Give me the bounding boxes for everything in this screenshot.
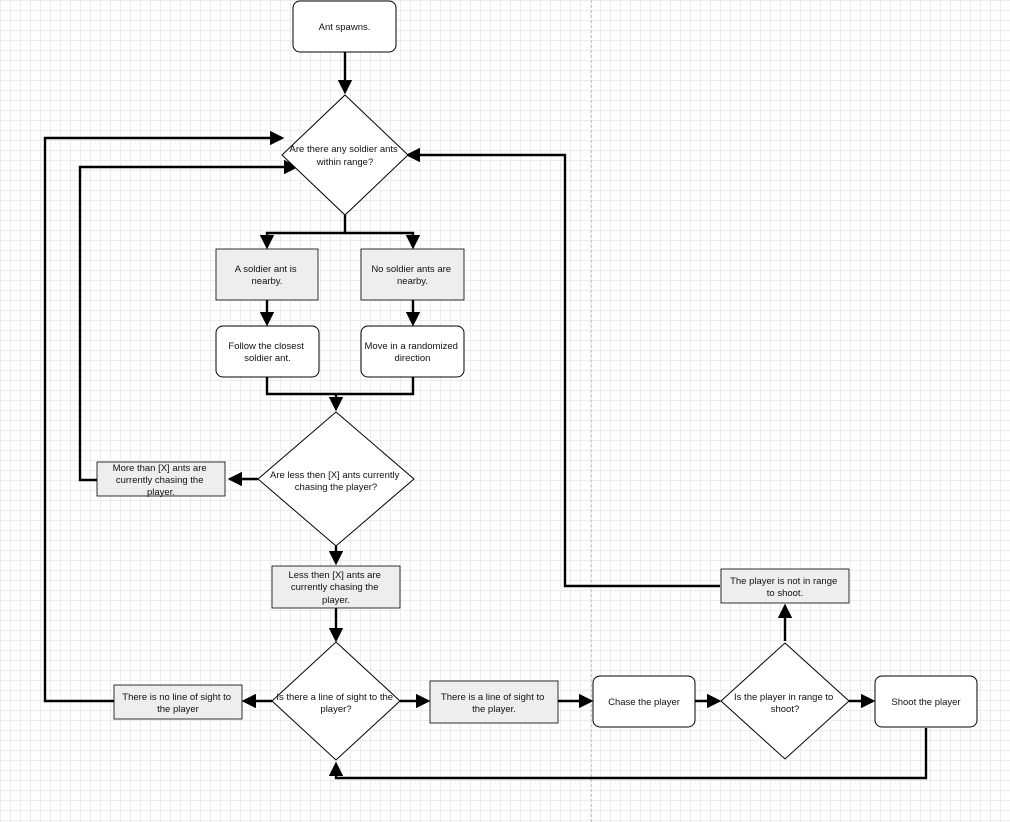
decision-soldier-in-range-text-1: Are there any soldier ants	[290, 144, 399, 155]
state-more-than-x-text-1: More than [X] ants are	[113, 463, 207, 474]
state-not-in-range-text-1: The player is not in range	[730, 576, 837, 587]
state-less-then-x-text-3: player.	[322, 595, 350, 606]
state-line-of-sight: There is a line of sight to the player.	[429, 680, 559, 724]
process-follow-soldier-text-1: Follow the closest	[228, 341, 304, 352]
state-more-than-x-text-2: currently chasing the	[116, 475, 204, 486]
arrow-merge-to-less-question	[265, 377, 415, 409]
arrow-shoot-loop-back	[328, 728, 928, 780]
state-soldier-nearby-text-1: A soldier ant is	[235, 264, 297, 275]
svg-text:More than [X] ants are c: More than [X] ants are currently chasing…	[113, 463, 210, 498]
decision-line-of-sight: Is there a line of sight to the player?	[271, 641, 401, 761]
decision-line-of-sight-text-1: Is there a line of sight to the	[276, 692, 393, 703]
decision-less-than-x-text-1: Are less then [X] ants currently	[270, 470, 400, 481]
state-no-line-of-sight: There is no line of sight to the player	[113, 684, 243, 720]
state-not-in-range: The player is not in range to shoot.	[720, 568, 850, 604]
arrow-no-sight-loop-back	[43, 130, 285, 703]
connectors	[43, 52, 928, 780]
state-less-then-x-text-2: currently chasing the	[291, 582, 379, 593]
decision-in-range-text-2: shoot?	[771, 704, 800, 715]
state-less-then-x-text-1: Less then [X] ants are	[288, 570, 380, 581]
svg-text:There is no line of sight to: There is no line of sight to the player	[122, 692, 233, 715]
state-no-soldier-text-1: No soldier ants are	[371, 264, 451, 275]
svg-text:Is there a line of sight to th: Is there a line of sight to the player?	[276, 692, 395, 715]
start-node-text: Ant spawns.	[319, 22, 371, 33]
svg-text:No soldier ants are near: No soldier ants are nearby.	[371, 264, 453, 287]
svg-text:Are there any soldier ants: Are there any soldier ants within range?	[290, 144, 401, 168]
process-shoot-player-text: Shoot the player	[891, 697, 960, 708]
svg-text:Move in a randomized dir: Move in a randomized direction	[364, 341, 460, 364]
decision-in-range-text-1: Is the player in range to	[734, 692, 833, 703]
process-follow-soldier: Follow the closest soldier ant.	[215, 325, 320, 378]
svg-text:There is a line of sight to: There is a line of sight to the player.	[441, 692, 547, 715]
decision-line-of-sight-text-2: player?	[320, 704, 351, 715]
state-no-line-of-sight-text-2: the player	[157, 704, 199, 715]
decision-less-than-x: Are less then [X] ants currently chasing…	[257, 411, 415, 547]
state-line-of-sight-text-1: There is a line of sight to	[441, 692, 545, 703]
process-chase-player-text: Chase the player	[608, 697, 680, 708]
start-node: Ant spawns.	[292, 0, 397, 53]
arrow-more-than-loop-back	[78, 159, 299, 482]
arrow-soldier-question-split-right	[345, 231, 421, 250]
process-move-random-text-2: direction	[395, 353, 431, 364]
state-line-of-sight-text-2: the player.	[472, 704, 516, 715]
svg-text:Follow the closest soldi: Follow the closest soldier ant.	[228, 341, 306, 364]
process-follow-soldier-text-2: soldier ant.	[244, 353, 290, 364]
decision-in-range: Is the player in range to shoot?	[720, 642, 850, 760]
decision-soldier-in-range: Are there any soldier ants within range?	[281, 94, 409, 216]
process-shoot-player: Shoot the player	[874, 675, 978, 728]
process-move-random-text-1: Move in a randomized	[364, 341, 457, 352]
state-less-then-x: Less then [X] ants are currently chasing…	[271, 565, 401, 609]
svg-text:Are less then [X] ants current: Are less then [X] ants currently chasing…	[270, 470, 402, 493]
state-not-in-range-text-2: to shoot.	[767, 588, 803, 599]
svg-text:Is the player in range to: Is the player in range to shoot?	[734, 692, 836, 715]
process-move-random: Move in a randomized direction	[360, 325, 465, 378]
state-no-soldier-text-2: nearby.	[397, 276, 428, 287]
page-divider	[591, 0, 592, 822]
svg-text:A soldier ant is nearby.: A soldier ant is nearby.	[235, 264, 299, 287]
decision-soldier-in-range-text-2: within range?	[316, 157, 374, 168]
svg-text:The player is not in range: The player is not in range to shoot.	[730, 576, 840, 599]
state-more-than-x: More than [X] ants are currently chasing…	[96, 461, 226, 498]
arrow-not-in-range-loop-back	[405, 147, 720, 588]
state-soldier-nearby: A soldier ant is nearby.	[215, 248, 319, 301]
state-soldier-nearby-text-2: nearby.	[252, 276, 283, 287]
process-chase-player: Chase the player	[592, 675, 696, 728]
state-more-than-x-text-3: player.	[147, 487, 175, 498]
state-no-line-of-sight-text-1: There is no line of sight to	[122, 692, 231, 703]
state-no-soldier: No soldier ants are nearby.	[360, 248, 465, 301]
decision-less-than-x-text-2: chasing the player?	[295, 482, 377, 493]
svg-text:Less then [X] ants are c: Less then [X] ants are currently chasing…	[288, 570, 383, 606]
arrow-soldier-question-split-left	[259, 215, 347, 250]
